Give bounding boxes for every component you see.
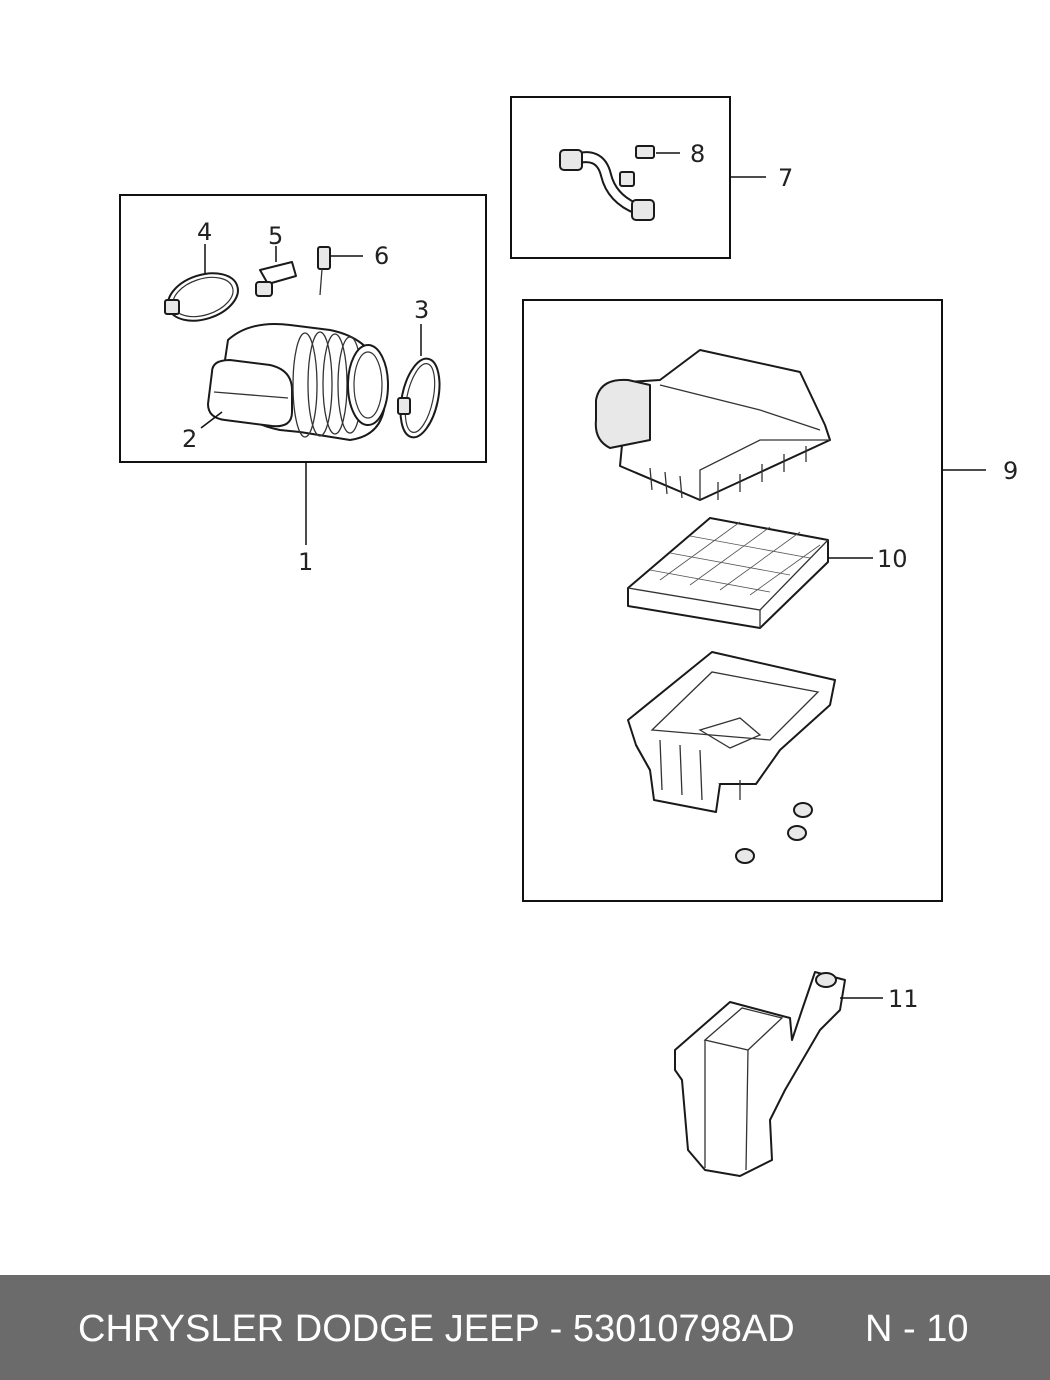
callout-11: 11 [888,985,919,1013]
callout-1: 1 [298,548,313,576]
air-filter-element-10 [627,517,873,629]
air-cleaner-base [627,651,836,813]
callout-2: 2 [182,425,197,453]
connector-8 [635,145,680,159]
sensor-6 [317,246,363,296]
callout-3: 3 [414,296,429,324]
hose-clamp-4 [164,244,239,322]
air-cleaner-cover [594,349,831,501]
assembly-box-7 [510,96,766,259]
grommets [735,802,813,864]
callout-4: 4 [197,218,212,246]
vent-fitting-5 [255,246,297,297]
callout-7: 7 [778,164,793,192]
parts-diagram: 1 2 3 4 5 6 7 8 9 10 11 [119,96,1018,1177]
footer-bar: CHRYSLER DODGE JEEP - 53010798AD N - 10 [0,1275,1050,1380]
callout-9: 9 [1003,457,1018,485]
vent-hose-7 [559,149,655,221]
callout-10: 10 [877,545,908,573]
footer-page-code: N - 10 [865,1308,969,1350]
callout-8: 8 [690,140,705,168]
footer-part-title: CHRYSLER DODGE JEEP - 53010798AD [78,1308,795,1350]
assembly-box-9 [522,299,986,902]
hose-clamp-3 [397,324,441,439]
callout-5: 5 [268,222,283,250]
air-inlet-11 [674,971,883,1177]
air-inlet-duct-2 [200,323,389,441]
callout-6: 6 [374,242,389,270]
assembly-box-1 [119,194,487,545]
